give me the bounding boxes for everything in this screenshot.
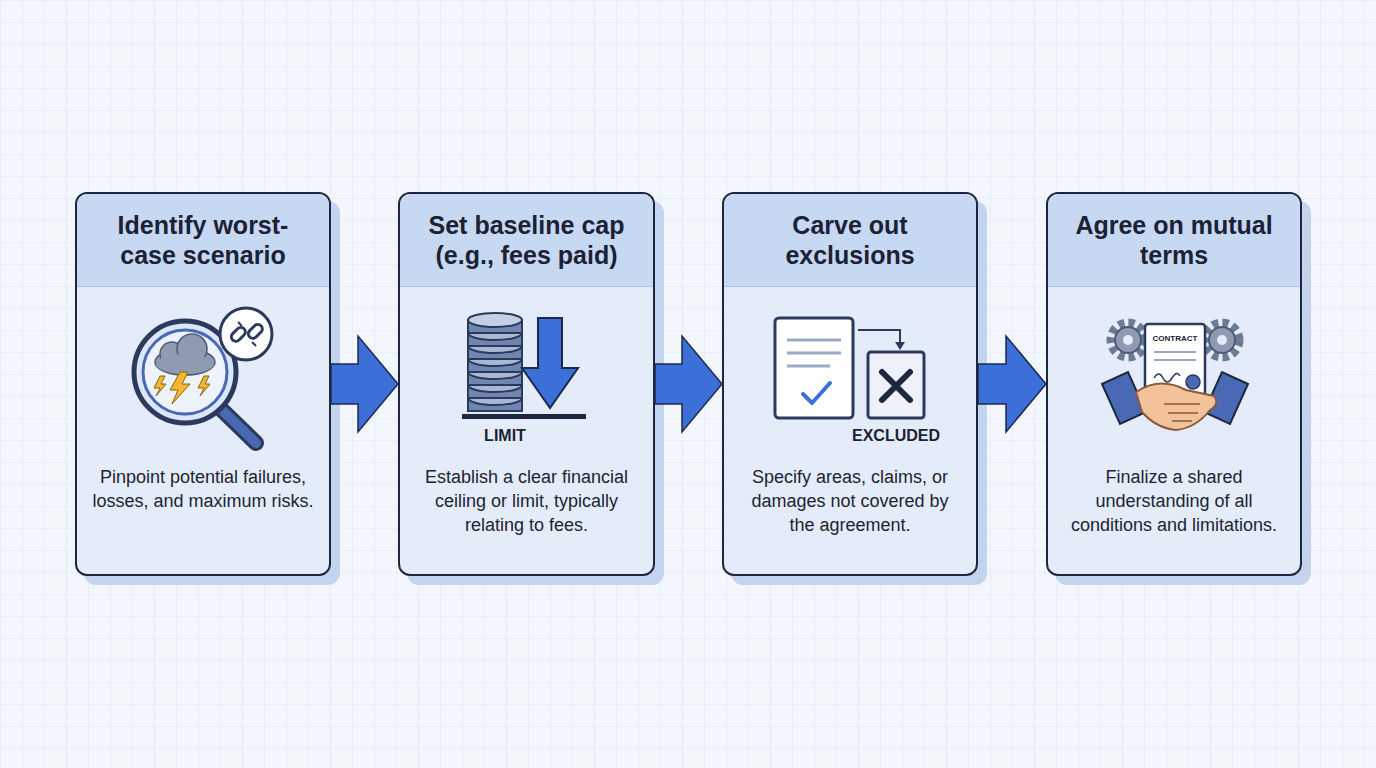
document-icons — [775, 318, 924, 418]
flow-arrow — [978, 336, 1046, 432]
coin-stack-icon — [468, 313, 522, 411]
step-heading: Carve out exclusions — [724, 194, 976, 287]
step-description: Pinpoint potential failures, losses, and… — [91, 466, 315, 514]
icon-caption: CONTRACT — [1153, 334, 1198, 343]
risk-magnifier-icon — [134, 308, 272, 443]
step-heading: Set baseline cap (e.g., fees paid) — [400, 194, 653, 287]
step-heading: Agree on mutual terms — [1048, 194, 1300, 287]
flow-arrow — [655, 336, 722, 432]
step-description: Finalize a shared understanding of all c… — [1062, 466, 1286, 537]
limit-line — [462, 414, 586, 419]
icon-caption: LIMIT — [484, 427, 526, 445]
step-description: Specify areas, claims, or damages not co… — [738, 466, 962, 537]
process-box: Set baseline cap (e.g., fees paid) Establ… — [398, 192, 655, 576]
down-arrow-icon — [522, 318, 578, 408]
step-description: Establish a clear financial ceiling or l… — [414, 466, 639, 537]
step-heading: Identify worst-case scenario — [77, 194, 329, 287]
icon-caption: EXCLUDED — [852, 427, 940, 445]
handshake-contract-icon — [1102, 323, 1248, 430]
flow-arrow — [331, 336, 398, 432]
